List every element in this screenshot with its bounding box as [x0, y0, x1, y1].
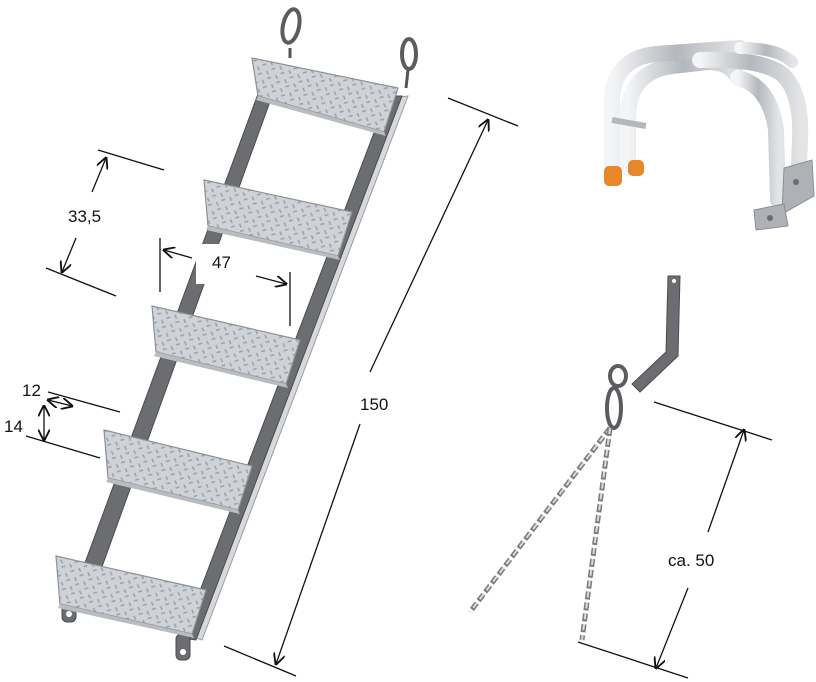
dimension-tread-depth [48, 391, 121, 413]
checker-plate-tread [151, 305, 301, 388]
foot-cap [628, 160, 644, 176]
checker-plate-tread [103, 429, 253, 514]
handrail-bracket [604, 40, 815, 231]
label-step-spacing: 33,5 [68, 207, 101, 226]
foot-cap [604, 166, 622, 186]
step-ladder [55, 7, 418, 661]
mounting-plate [781, 159, 815, 215]
label-tread-height: 14 [4, 417, 23, 436]
mounting-tab [175, 633, 191, 661]
dimension-step-width [159, 238, 291, 326]
label-chain-length: ca. 50 [668, 551, 714, 570]
carabiner-icon [400, 37, 418, 89]
checker-plate-tread [55, 555, 207, 638]
checker-plate-tread [251, 57, 399, 136]
carabiner-icon [280, 7, 302, 58]
checker-plate-tread [203, 179, 353, 260]
label-step-width: 47 [212, 253, 231, 272]
label-backdrop [196, 244, 250, 284]
label-tread-depth: 12 [22, 381, 41, 400]
dimension-ladder-length [223, 97, 519, 677]
label-ladder-length: 150 [360, 395, 388, 414]
shackle [608, 364, 628, 388]
dimension-chain-length [577, 401, 773, 679]
dimension-tread-height [25, 406, 101, 459]
dimension-step-spacing [45, 149, 165, 297]
hanger-strap [631, 275, 681, 393]
chain-hanger [468, 275, 681, 641]
chain-ring [605, 386, 623, 430]
